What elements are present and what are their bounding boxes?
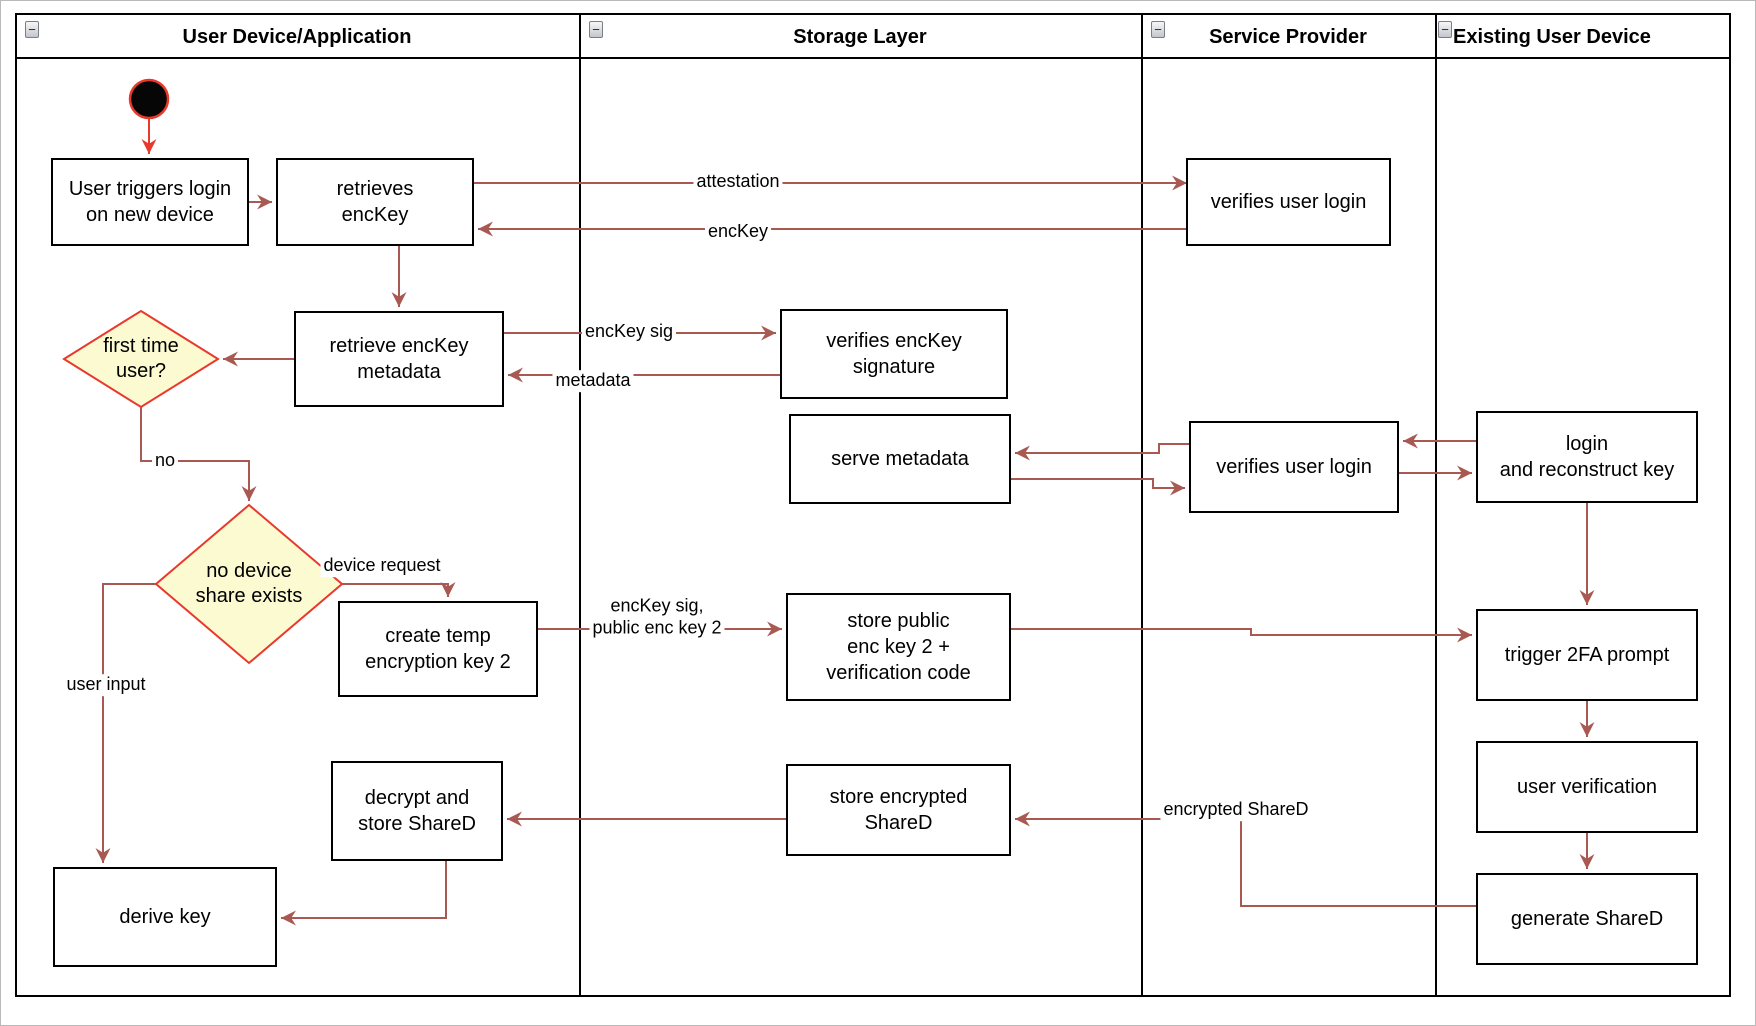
node-retrieves-enckey[interactable]: retrieves encKey <box>276 158 474 246</box>
lane-title-text: Storage Layer <box>793 25 927 48</box>
lane-header-separator <box>15 57 1731 59</box>
lane-title-service-provider[interactable]: Service Provider <box>1141 22 1435 52</box>
edge-label-enckey-sig: encKey sig <box>581 321 677 343</box>
decision-label-no-device-share-exists: no device share exists <box>195 560 303 607</box>
node-generate-shared[interactable]: generate ShareD <box>1476 873 1698 965</box>
lane-title-existing-user-device[interactable]: Existing User Device <box>1453 22 1731 52</box>
collapse-minus-icon[interactable]: − <box>25 21 39 38</box>
swimlane-pool <box>15 13 1731 997</box>
lane-divider-1 <box>579 13 581 997</box>
lane-divider-2 <box>1141 13 1143 997</box>
node-create-temp-encryption-key-2[interactable]: create temp encryption key 2 <box>338 601 538 697</box>
collapse-minus-icon[interactable]: − <box>589 21 603 38</box>
node-serve-metadata[interactable]: serve metadata <box>789 414 1011 504</box>
lane-divider-3 <box>1435 13 1437 997</box>
node-verifies-user-login-1[interactable]: verifies user login <box>1186 158 1391 246</box>
node-trigger-2fa-prompt[interactable]: trigger 2FA prompt <box>1476 609 1698 701</box>
node-verifies-user-login-2[interactable]: verifies user login <box>1189 421 1399 513</box>
node-store-public-enc-key-2[interactable]: store public enc key 2 + verification co… <box>786 593 1011 701</box>
lane-title-text: User Device/Application <box>182 25 412 48</box>
node-store-encrypted-shared[interactable]: store encrypted ShareD <box>786 764 1011 856</box>
node-user-triggers-login[interactable]: User triggers login on new device <box>51 158 249 246</box>
edge-label-enckey: encKey <box>704 221 772 243</box>
lane-title-text: Existing User Device <box>1453 25 1651 48</box>
node-decrypt-and-store-shared[interactable]: decrypt and store ShareD <box>331 761 503 861</box>
node-login-and-reconstruct-key[interactable]: login and reconstruct key <box>1476 411 1698 503</box>
lane-title-user-device-application[interactable]: User Device/Application <box>15 22 579 52</box>
node-derive-key[interactable]: derive key <box>53 867 277 967</box>
edge-label-metadata: metadata <box>552 370 634 392</box>
node-user-verification[interactable]: user verification <box>1476 741 1698 833</box>
node-verifies-enckey-signature[interactable]: verifies encKey signature <box>780 309 1008 399</box>
edge-label-device-request: device request <box>320 555 444 577</box>
edge-label-enckey-sig-public: encKey sig, public enc key 2 <box>589 595 725 639</box>
edge-label-no: no <box>151 450 179 472</box>
edge-label-user-input: user input <box>63 674 149 696</box>
decision-label-first-time-user: first time user? <box>103 335 179 382</box>
edge-label-encrypted-shared: encrypted ShareD <box>1160 799 1312 821</box>
lane-title-storage-layer[interactable]: Storage Layer <box>579 22 1141 52</box>
collapse-minus-icon[interactable]: − <box>1151 21 1165 38</box>
node-retrieve-enckey-metadata[interactable]: retrieve encKey metadata <box>294 311 504 407</box>
collapse-minus-icon[interactable]: − <box>1438 21 1452 38</box>
lane-title-text: Service Provider <box>1209 25 1367 48</box>
edge-label-attestation: attestation <box>693 171 783 193</box>
